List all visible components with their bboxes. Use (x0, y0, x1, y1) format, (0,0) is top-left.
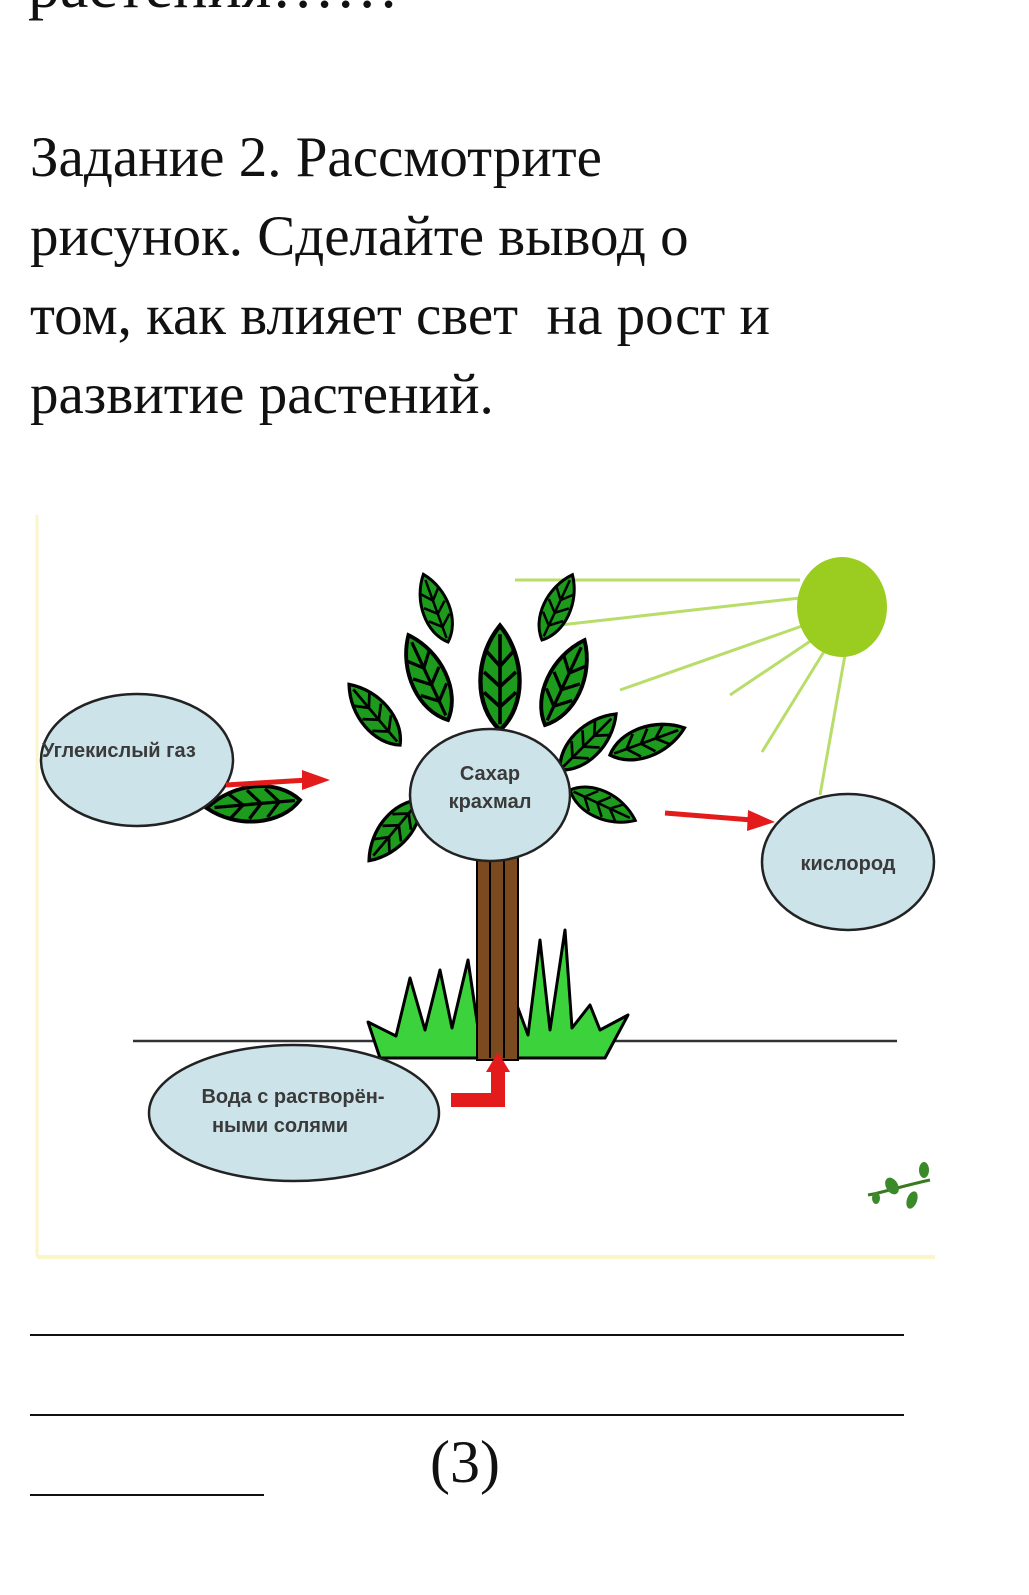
task-line-3: том, как влияет свет на рост и (30, 284, 771, 347)
previous-text-fragment: растения…… (28, 0, 399, 18)
grass-icon (366, 928, 630, 1060)
tree-trunk (476, 847, 519, 1061)
co2-arrow (225, 770, 330, 790)
water-bubble (147, 1043, 441, 1183)
answer-line-1 (30, 1334, 904, 1336)
oxygen-bubble (760, 792, 936, 932)
sugar-bubble (408, 727, 572, 863)
answer-line-2 (30, 1414, 904, 1416)
sugar-label: Сахар (460, 763, 520, 785)
task-line-2: рисунок. Сделайте вывод о (30, 205, 689, 268)
points-label: (3) (430, 1429, 500, 1495)
water-label-line-2: ными солями (212, 1115, 348, 1137)
task-text: Задание 2. Рассмотрите рисунок. Сделайте… (30, 118, 990, 434)
sun-rays (515, 578, 847, 796)
co2-label: Углекислый газ (42, 740, 196, 762)
figure-frame (35, 515, 935, 1259)
water-label-line-1: Вода с растворён- (201, 1086, 384, 1108)
sprig-icon (867, 1162, 931, 1209)
starch-label: крахмал (449, 791, 532, 813)
co2-bubble (39, 692, 235, 828)
oxygen-arrow (664, 810, 775, 831)
task-line-4: развитие растений. (30, 363, 494, 426)
answer-line-3 (30, 1494, 264, 1496)
oxygen-label: кислород (801, 853, 896, 875)
water-arrow (451, 1052, 510, 1107)
sun-icon (797, 557, 887, 657)
task-line-1: Задание 2. Рассмотрите (30, 126, 602, 189)
